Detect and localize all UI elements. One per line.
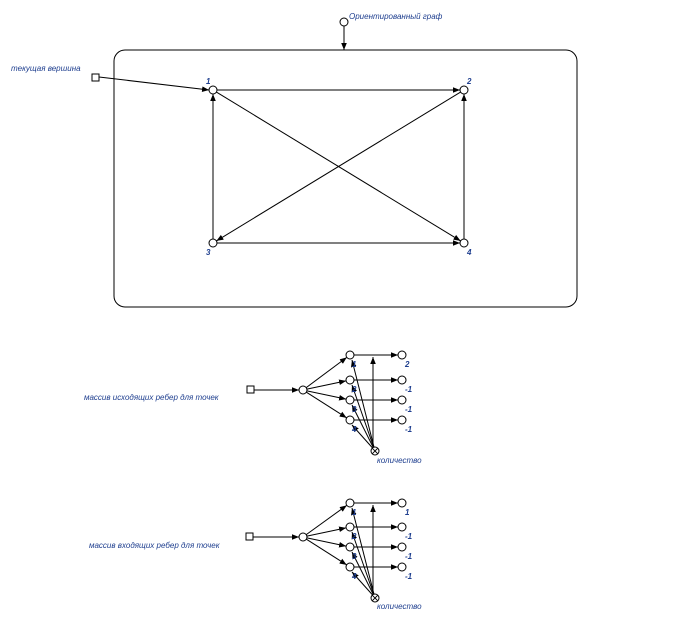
- outgoing-element-1: [345, 350, 355, 360]
- incoming-count-cross: [371, 594, 379, 602]
- incoming-element-2: [345, 522, 355, 532]
- incoming-head-square: [245, 532, 254, 541]
- graph-vertex-4: [459, 238, 469, 248]
- outgoing-count-link: [351, 404, 374, 448]
- outgoing-hub-link: [305, 356, 348, 389]
- graph-frame: [113, 49, 578, 308]
- incoming-value-node-3: [397, 542, 407, 552]
- outgoing-value-node-4: [397, 415, 407, 425]
- outgoing-value-label: -1: [405, 425, 413, 434]
- graph-edge-2-3: [216, 91, 461, 242]
- outgoing-value-label: 2: [404, 360, 410, 369]
- incoming-hub-link: [306, 526, 347, 537]
- outgoing-index-label: 4: [351, 425, 357, 434]
- incoming-hub-link: [306, 537, 347, 548]
- incoming-count-link: [351, 571, 373, 596]
- graph-vertex-label: 2: [466, 77, 472, 86]
- incoming-hub-link: [305, 504, 348, 536]
- graph-vertex-label: 1: [206, 77, 211, 86]
- incoming-element-3: [345, 542, 355, 552]
- outgoing-hub-link: [306, 391, 347, 419]
- graph-vertex-1: [208, 85, 218, 95]
- incoming-index-label: 1: [352, 508, 357, 517]
- outgoing-count-link: [351, 384, 375, 448]
- outgoing-index-label: 3: [352, 405, 357, 414]
- incoming-value-node-2: [397, 522, 407, 532]
- graph-title-pin: [339, 17, 349, 50]
- outgoing-hub-link: [306, 379, 347, 390]
- outgoing-element-4: [345, 415, 355, 425]
- outgoing-count-link: [351, 424, 373, 449]
- current-vertex-label: текущая вершина: [11, 64, 81, 73]
- outgoing-count-cross: [371, 447, 379, 455]
- outgoing-value-node-3: [397, 395, 407, 405]
- incoming-index-label: 3: [352, 552, 357, 561]
- incoming-element-4: [345, 562, 355, 572]
- incoming-value-node-4: [397, 562, 407, 572]
- incoming-hub: [298, 532, 308, 542]
- incoming-count-link: [351, 507, 375, 595]
- outgoing-value-label: -1: [405, 405, 413, 414]
- outgoing-value-node-2: [397, 375, 407, 385]
- outgoing-count-link: [350, 359, 375, 448]
- outgoing-head-square: [246, 385, 255, 394]
- outgoing-hub-link: [306, 390, 347, 401]
- graph-vertices: 1 2 3 4: [206, 77, 472, 257]
- graph-vertex-2: [459, 85, 469, 95]
- incoming-value-label: -1: [405, 532, 413, 541]
- current-vertex-pointer: [91, 73, 210, 92]
- outgoing-index-label: 1: [352, 360, 357, 369]
- incoming-count-link: [351, 551, 374, 595]
- incoming-value-label: -1: [405, 552, 413, 561]
- outgoing-array-structure: 1 2 2 -1 3 -1 4 -1: [246, 350, 413, 456]
- incoming-value-label: -1: [405, 572, 413, 581]
- incoming-count-label: количество: [377, 602, 422, 611]
- graph-vertex-3: [208, 238, 218, 248]
- incoming-element-1: [345, 498, 355, 508]
- incoming-count-link: [351, 531, 375, 595]
- outgoing-count-label: количество: [377, 456, 422, 465]
- incoming-array-structure: 1 1 2 -1 3 -1 4 -1: [245, 498, 413, 603]
- outgoing-value-node-1: [397, 350, 407, 360]
- incoming-array-label: массив входящих ребер для точек: [89, 541, 221, 550]
- incoming-index-label: 2: [351, 532, 357, 541]
- graph-vertex-label: 3: [206, 248, 211, 257]
- outgoing-index-label: 2: [351, 385, 357, 394]
- outgoing-value-label: -1: [405, 385, 413, 394]
- graph-vertex-label: 4: [466, 248, 472, 257]
- outgoing-array-label: массив исходящих ребер для точек: [84, 393, 220, 402]
- incoming-hub-link: [306, 538, 347, 566]
- incoming-value-node-1: [397, 498, 407, 508]
- incoming-index-label: 4: [351, 572, 357, 581]
- graph-edges: [210, 87, 467, 246]
- graph-title: Ориентированный граф: [349, 12, 443, 21]
- outgoing-hub: [298, 385, 308, 395]
- outgoing-element-2: [345, 375, 355, 385]
- outgoing-element-3: [345, 395, 355, 405]
- incoming-value-label: 1: [405, 508, 410, 517]
